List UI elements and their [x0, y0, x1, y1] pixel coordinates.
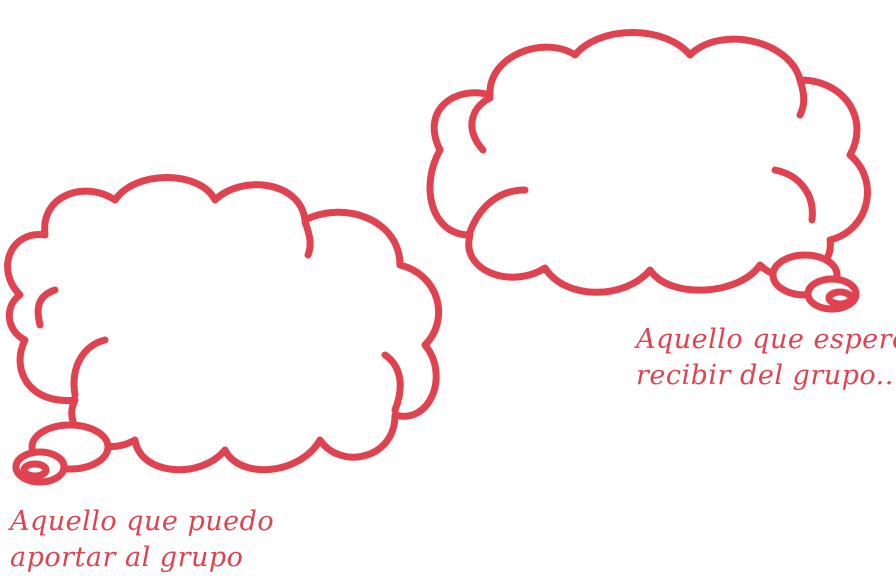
caption-left: Aquello que puedo aportar al grupo [10, 504, 274, 576]
thought-cloud-right [426, 29, 871, 313]
caption-left-line-2: aportar al grupo [10, 542, 244, 573]
cloud-left-inner-arc-4 [301, 218, 314, 259]
caption-left-line-1: Aquello que puedo [10, 506, 275, 537]
caption-right-line-2: recibir del grupo... [636, 360, 896, 391]
cloud-right-inner-arc-3 [771, 166, 816, 224]
cloud-left-inner-arc-3 [381, 351, 404, 414]
cloud-right-inner-arc-1 [468, 94, 494, 154]
cloud-right-body [426, 29, 871, 296]
caption-right: Aquello que espero recibir del grupo... [636, 322, 896, 394]
cloud-right-tail-bubble-small [825, 288, 855, 308]
cloud-right-inner-arc-4 [796, 76, 808, 119]
cloud-left-inner-arc-1 [70, 336, 109, 399]
thought-cloud-left [4, 174, 443, 486]
caption-right-line-1: Aquello que espero [636, 324, 896, 355]
cloud-left-tail-bubble-small [20, 460, 50, 480]
cloud-left-inner-arc-2 [34, 286, 59, 329]
cloud-right-inner-arc-2 [466, 186, 529, 236]
